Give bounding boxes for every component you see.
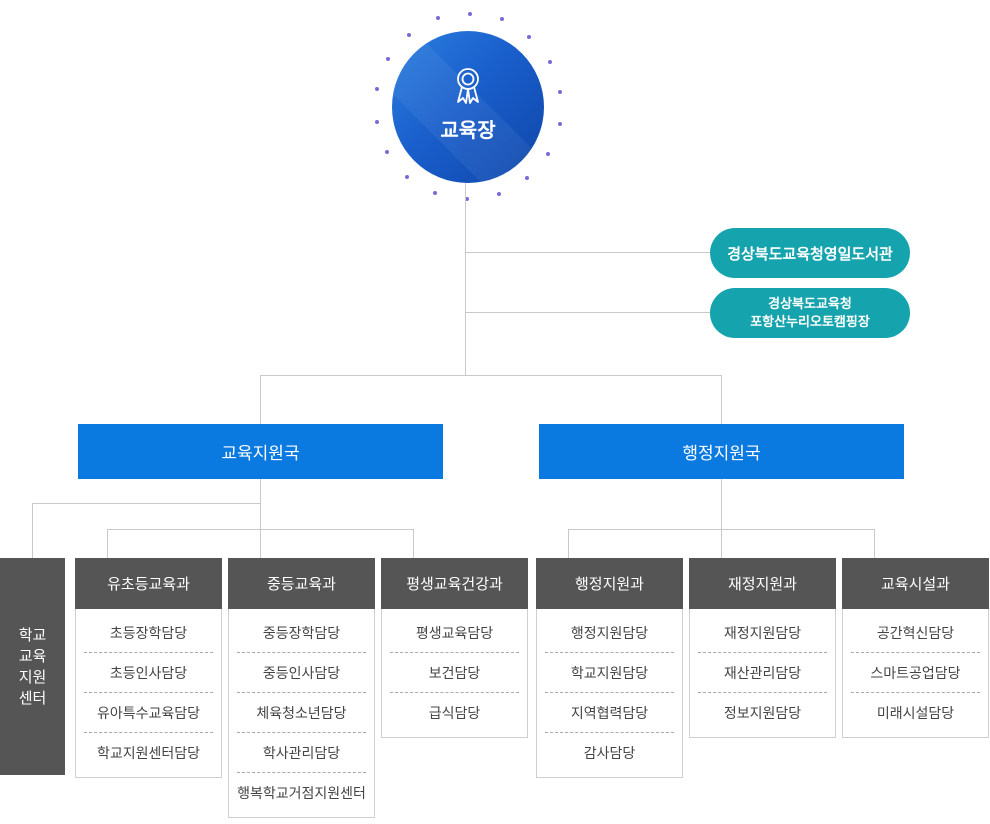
bureau-label: 행정지원국 <box>682 444 761 463</box>
center-label-line: 학교 <box>18 626 47 644</box>
dept-header[interactable]: 교육시설과 <box>842 558 989 609</box>
affiliate-campground-line1: 경상북도교육청 <box>768 296 852 311</box>
affiliate-library-label: 경상북도교육청영일도서관 <box>727 245 893 263</box>
bureau-administrative-support[interactable]: 행정지원국 <box>539 424 904 479</box>
team-item[interactable]: 초등인사담당 <box>84 653 213 693</box>
team-item[interactable]: 미래시설담당 <box>876 705 955 721</box>
dept-team-list: 중등장학담당 중등인사담당 체육청소년담당 학사관리담당 행복학교거점지원센터 <box>228 609 375 818</box>
team-item[interactable]: 체육청소년담당 <box>237 693 366 733</box>
bureau-education-support[interactable]: 교육지원국 <box>78 424 443 479</box>
center-label-line: 지원 <box>18 668 47 686</box>
dept-header[interactable]: 재정지원과 <box>689 558 836 609</box>
dept-header[interactable]: 행정지원과 <box>536 558 683 609</box>
team-item[interactable]: 급식담당 <box>428 705 481 721</box>
dept-finance-support: 재정지원과 재정지원담당 재산관리담당 정보지원담당 <box>689 558 836 738</box>
dept-education-facilities: 교육시설과 공간혁신담당 스마트공업담당 미래시설담당 <box>842 558 989 738</box>
team-item[interactable]: 행복학교거점지원센터 <box>237 785 366 801</box>
dept-elementary-education: 유초등교육과 초등장학담당 초등인사담당 유아특수교육담당 학교지원센터담당 <box>75 558 222 778</box>
team-item[interactable]: 중등인사담당 <box>237 653 366 693</box>
dept-team-list: 평생교육담당 보건담당 급식담당 <box>381 609 528 738</box>
superintendent-node: 교육장 <box>392 31 544 183</box>
team-item[interactable]: 지역협력담당 <box>545 693 674 733</box>
school-support-center[interactable]: 학교 교육 지원 센터 <box>0 558 65 775</box>
dept-administrative-support: 행정지원과 행정지원담당 학교지원담당 지역협력담당 감사담당 <box>536 558 683 778</box>
dept-header[interactable]: 유초등교육과 <box>75 558 222 609</box>
team-item[interactable]: 보건담당 <box>390 653 519 693</box>
team-item[interactable]: 중등장학담당 <box>237 613 366 653</box>
team-item[interactable]: 행정지원담당 <box>545 613 674 653</box>
team-item[interactable]: 초등장학담당 <box>84 613 213 653</box>
dept-team-list: 행정지원담당 학교지원담당 지역협력담당 감사담당 <box>536 609 683 778</box>
team-item[interactable]: 스마트공업담당 <box>851 653 980 693</box>
affiliate-library[interactable]: 경상북도교육청영일도서관 <box>710 228 910 278</box>
team-item[interactable]: 학사관리담당 <box>237 733 366 773</box>
dept-lifelong-education-health: 평생교육건강과 평생교육담당 보건담당 급식담당 <box>381 558 528 738</box>
dept-team-list: 재정지원담당 재산관리담당 정보지원담당 <box>689 609 836 738</box>
team-item[interactable]: 유아특수교육담당 <box>84 693 213 733</box>
superintendent-label: 교육장 <box>440 120 496 142</box>
team-item[interactable]: 학교지원담당 <box>545 653 674 693</box>
affiliate-campground-line2: 포항산누리오토캠핑장 <box>750 314 870 329</box>
center-label-line: 교육 <box>18 647 47 665</box>
team-item[interactable]: 공간혁신담당 <box>851 613 980 653</box>
bureau-label: 교육지원국 <box>221 444 300 463</box>
dept-team-list: 공간혁신담당 스마트공업담당 미래시설담당 <box>842 609 989 738</box>
dept-secondary-education: 중등교육과 중등장학담당 중등인사담당 체육청소년담당 학사관리담당 행복학교거… <box>228 558 375 818</box>
medal-icon <box>457 68 479 104</box>
team-item[interactable]: 감사담당 <box>583 745 636 761</box>
team-item[interactable]: 정보지원담당 <box>723 705 802 721</box>
team-item[interactable]: 재정지원담당 <box>698 613 827 653</box>
affiliate-campground[interactable]: 경상북도교육청 포항산누리오토캠핑장 <box>710 288 910 338</box>
dept-team-list: 초등장학담당 초등인사담당 유아특수교육담당 학교지원센터담당 <box>75 609 222 778</box>
team-item[interactable]: 학교지원센터담당 <box>96 745 201 761</box>
center-label-line: 센터 <box>18 689 47 707</box>
team-item[interactable]: 평생교육담당 <box>390 613 519 653</box>
dept-header[interactable]: 중등교육과 <box>228 558 375 609</box>
team-item[interactable]: 재산관리담당 <box>698 653 827 693</box>
dept-header[interactable]: 평생교육건강과 <box>381 558 528 609</box>
